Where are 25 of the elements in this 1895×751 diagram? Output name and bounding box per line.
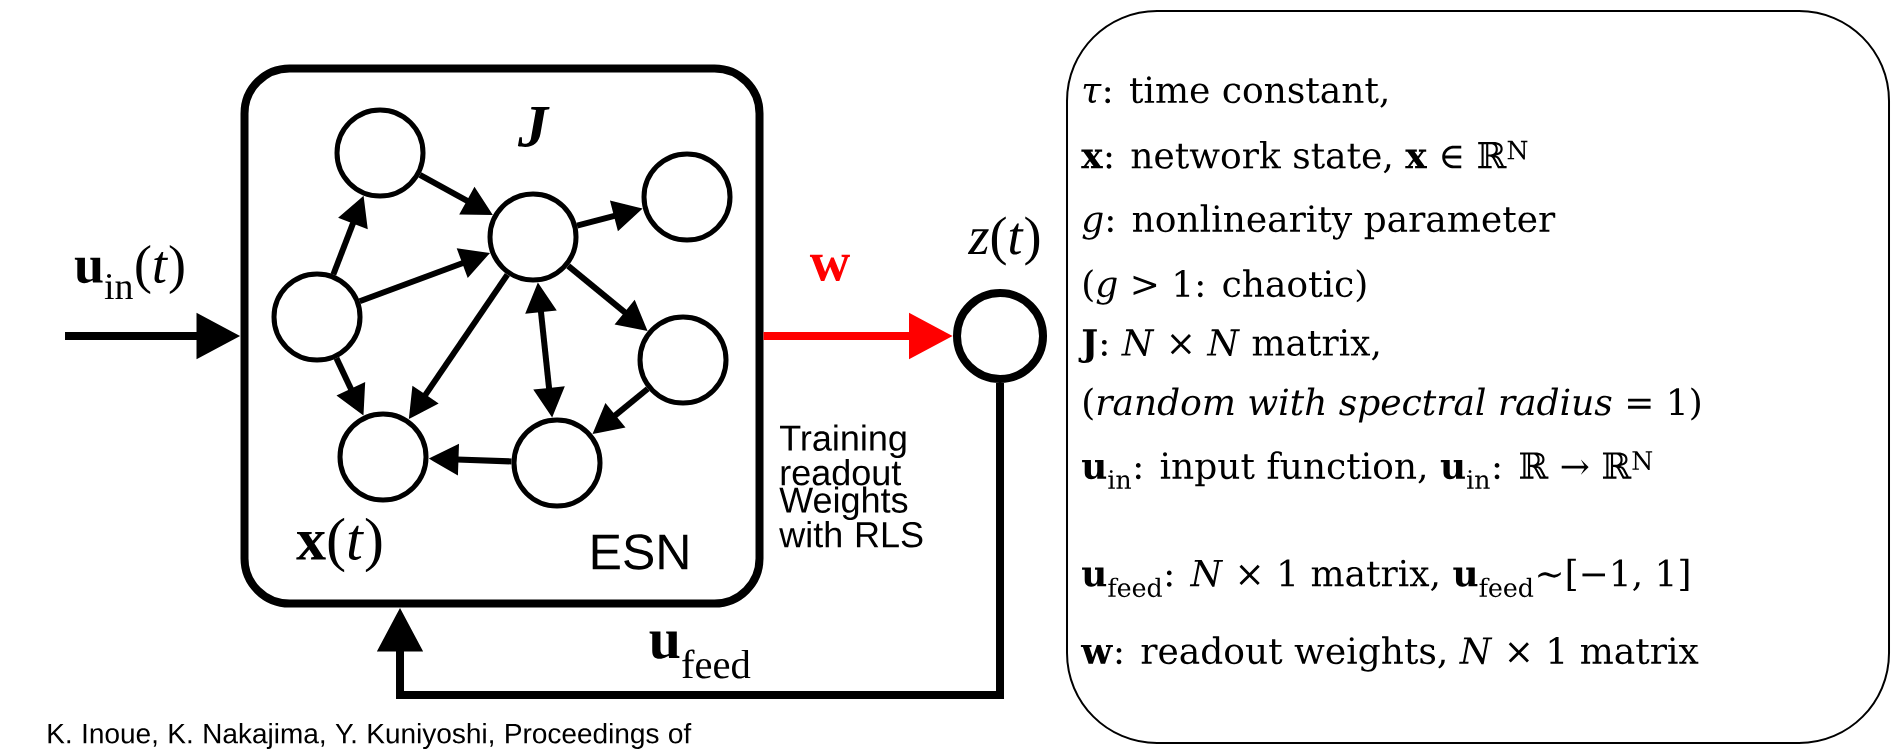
box-title: ESN [592,534,688,570]
neuron-circle [637,314,729,406]
edge-label: u$_{feed}$ [649,631,751,679]
neuron-circle [641,151,733,243]
neuron-circle [337,411,429,503]
definition-text: g: nonlinearity parameter [1082,204,1556,240]
variable-label: J [517,107,550,147]
variable-label: x(t) [296,517,382,573]
neuron-circle [487,191,579,283]
annotation-text: Training readout Weights with RLS [779,424,923,548]
definition-text: w: readout weights, N × 1 matrix [1080,636,1699,672]
neuron-circle [334,107,426,199]
definition-text: x: network state, x ∈ ℝ$^{N}$ [1081,140,1528,174]
definition-text: J: N × N matrix, [1078,329,1379,363]
definition-text: (random with spectral radius = 1) [1084,387,1700,423]
edge-label: u$_{in}$(t) [74,245,184,299]
definition-text: u$_{feed}$: N × 1 matrix, u$_{feed}$∼[−1, 1] [1082,558,1689,598]
neuron-circle [511,417,603,509]
neuron-circle [271,271,363,363]
definition-text: u$_{in}$: input function, u$_{in}$: ℝ → ℝ$^{N}$ [1082,451,1653,489]
output-label: z(t) [967,216,1040,266]
edge-label: w [809,254,850,282]
definition-text: τ: time constant, [1083,76,1387,108]
definition-text: (g > 1: chaotic) [1084,269,1366,305]
citation-text: K. Inoue, K. Nakajima, Y. Kuniyoshi, Proceedings of [48,722,692,750]
